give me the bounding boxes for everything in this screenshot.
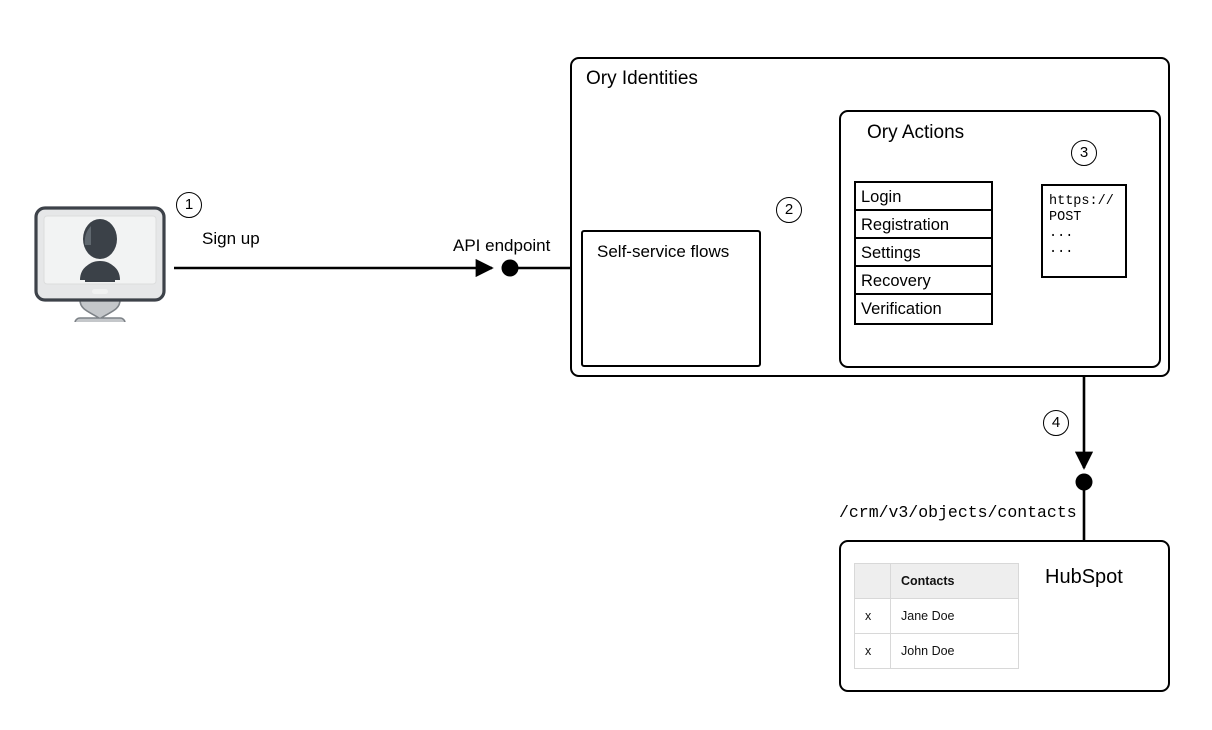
row-mark: x: [854, 598, 891, 634]
self-service-flow-list: Login Registration Settings Recovery Ver…: [854, 181, 993, 325]
flow-item-registration[interactable]: Registration: [856, 211, 991, 239]
flow-item-login[interactable]: Login: [856, 183, 991, 211]
row-contact-name: Jane Doe: [890, 598, 1019, 634]
step-badge-4: 4: [1043, 410, 1069, 436]
webhook-request-box: https:// POST ... ...: [1041, 184, 1127, 278]
sign-up-edge-label: Sign up: [202, 229, 260, 248]
flow-item-recovery[interactable]: Recovery: [856, 267, 991, 295]
self-service-flows-box: Self-service flows: [581, 230, 761, 367]
api-endpoint-edge-label: API endpoint: [453, 236, 551, 255]
step-badge-2: 2: [776, 197, 802, 223]
user-monitor-icon: [34, 206, 166, 322]
table-row[interactable]: x John Doe: [854, 633, 1019, 669]
contacts-table: Contacts x Jane Doe x John Doe: [854, 563, 1019, 669]
hubspot-title: HubSpot: [1045, 566, 1123, 588]
table-header-contacts: Contacts: [890, 563, 1019, 599]
webhook-request-code: https:// POST ... ...: [1049, 194, 1114, 257]
row-mark: x: [854, 633, 891, 669]
row-contact-name: John Doe: [890, 633, 1019, 669]
step-badge-3: 3: [1071, 140, 1097, 166]
flow-item-verification[interactable]: Verification: [856, 295, 991, 323]
step-badge-1: 1: [176, 192, 202, 218]
ory-identities-title: Ory Identities: [586, 68, 698, 89]
crm-path-edge-label: /crm/v3/objects/contacts: [839, 503, 1077, 522]
table-header-mark: [854, 563, 891, 599]
api-endpoint-dot: [501, 259, 519, 277]
ory-actions-title: Ory Actions: [867, 122, 965, 143]
table-header-row: Contacts: [854, 563, 1019, 599]
self-service-flows-label: Self-service flows: [597, 242, 730, 261]
flow-item-settings[interactable]: Settings: [856, 239, 991, 267]
table-row[interactable]: x Jane Doe: [854, 598, 1019, 634]
